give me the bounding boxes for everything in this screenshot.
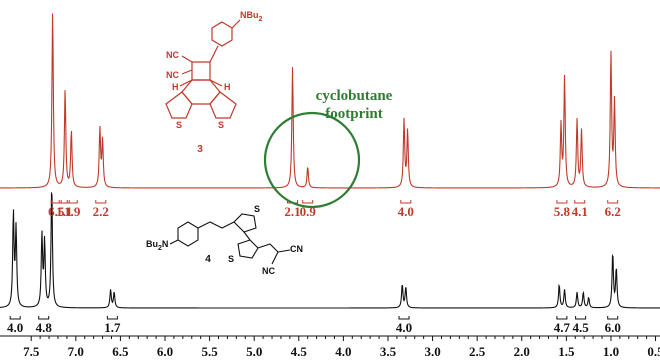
annotation-line-1: cyclobutane bbox=[316, 88, 393, 104]
integral-bracket-1-4 bbox=[556, 316, 568, 320]
structure-compound-4 bbox=[169, 213, 291, 265]
structure-labels-compound-4: Bu2N S S CN NC 4 bbox=[146, 204, 303, 276]
integral-label-1-0: 4.0 bbox=[7, 320, 23, 335]
annotation-line-2: footprint bbox=[325, 106, 383, 122]
integral-bracket-0-2 bbox=[66, 200, 78, 204]
fused-ring-center bbox=[181, 79, 221, 105]
integral-bracket-1-6 bbox=[607, 316, 619, 320]
h-bond-right bbox=[209, 79, 223, 87]
x-tick-label-3: 6.0 bbox=[157, 344, 173, 359]
x-tick-label-0: 7.5 bbox=[23, 344, 40, 359]
integral-bracket-0-7 bbox=[556, 200, 568, 204]
integral-bracket-0-1 bbox=[58, 200, 70, 204]
x-tick-label-7: 4.0 bbox=[335, 344, 351, 359]
amine-bond bbox=[169, 239, 179, 245]
bithiophene-link bbox=[243, 231, 251, 241]
integral-bracket-1-1 bbox=[38, 316, 50, 320]
x-tick-label-5: 5.0 bbox=[246, 344, 262, 359]
x-tick-label-12: 1.5 bbox=[558, 344, 575, 359]
integral-bracket-1-5 bbox=[575, 316, 587, 320]
integral-label-1-4: 4.7 bbox=[554, 320, 571, 335]
cyclobutane-ring-3 bbox=[191, 61, 211, 81]
thiophene-top bbox=[233, 213, 257, 233]
integral-bracket-0-9 bbox=[607, 200, 619, 204]
integral-label-0-9: 6.2 bbox=[605, 204, 621, 219]
structure-compound-3 bbox=[165, 19, 241, 119]
nc-label-1: NC bbox=[166, 50, 179, 60]
integral-label-0-2: 1.9 bbox=[64, 204, 81, 219]
nbu2-bond bbox=[231, 19, 241, 29]
integral-bracket-1-3 bbox=[398, 316, 410, 320]
h-bond-left bbox=[179, 79, 193, 87]
compound-label-4: 4 bbox=[205, 254, 211, 265]
x-tick-label-9: 3.0 bbox=[424, 344, 440, 359]
phenyl-ring-3 bbox=[211, 21, 233, 47]
integral-label-0-4: 2.1 bbox=[284, 204, 300, 219]
h-label-left: H bbox=[172, 82, 179, 92]
fused-ring-left bbox=[165, 91, 193, 119]
s-label-right: S bbox=[218, 120, 224, 130]
x-tick-label-6: 4.5 bbox=[291, 344, 308, 359]
spectrum-traces bbox=[0, 13, 660, 309]
x-tick-label-11: 2.0 bbox=[514, 344, 530, 359]
cn-bond-1 bbox=[277, 249, 291, 253]
integral-label-1-3: 4.0 bbox=[396, 320, 412, 335]
integral-label-1-2: 1.7 bbox=[104, 320, 121, 335]
x-tick-label-4: 5.5 bbox=[201, 344, 218, 359]
nc-bond-1 bbox=[181, 55, 193, 63]
vinyl-bridge bbox=[197, 221, 235, 229]
integral-label-0-1: 1.1 bbox=[56, 204, 72, 219]
structure-labels-compound-3: NBu2 NC NC H H S S 3 bbox=[166, 10, 263, 155]
cn-label-4: CN bbox=[290, 244, 303, 254]
integral-label-0-0: 6.5 bbox=[48, 204, 65, 219]
x-tick-label-14: 0.5 bbox=[647, 344, 660, 359]
integral-label-0-3: 2.2 bbox=[93, 204, 109, 219]
thiophene-bottom bbox=[237, 239, 259, 259]
x-tick-label-13: 1.0 bbox=[603, 344, 619, 359]
integral-bracket-0-6 bbox=[400, 200, 412, 204]
s-label-left: S bbox=[176, 120, 182, 130]
spectrum-trace-compound-3 bbox=[0, 13, 660, 189]
s-label-top-4: S bbox=[254, 204, 260, 214]
nc-label-4: NC bbox=[262, 266, 275, 276]
integral-label-1-5: 4.5 bbox=[572, 320, 589, 335]
x-tick-label-8: 3.5 bbox=[380, 344, 397, 359]
compound-label-3: 3 bbox=[197, 144, 203, 155]
phenyl-ring-4 bbox=[177, 221, 199, 247]
phenyl-link bbox=[209, 45, 219, 63]
cyclobutane-circle bbox=[263, 111, 361, 209]
spectrum-trace-compound-4 bbox=[0, 192, 660, 309]
integral-label-1-6: 6.0 bbox=[605, 320, 621, 335]
nbu2-label-3: NBu2 bbox=[240, 10, 263, 23]
x-tick-label-10: 2.5 bbox=[469, 344, 486, 359]
x-tick-label-2: 6.5 bbox=[112, 344, 129, 359]
nc-bond-2 bbox=[181, 69, 193, 75]
integral-label-0-6: 4.0 bbox=[398, 204, 414, 219]
integral-label-0-7: 5.8 bbox=[554, 204, 571, 219]
nc-label-2: NC bbox=[166, 70, 179, 80]
dicyanovinyl bbox=[257, 243, 279, 253]
integral-bracket-0-3 bbox=[95, 200, 107, 204]
integral-bracket-1-2 bbox=[106, 316, 118, 320]
integral-bracket-0-5 bbox=[302, 200, 314, 204]
cn-bond-2 bbox=[271, 251, 279, 265]
x-axis: 7.5 7.0 6.5 6.0 5.5 5.0 4.5 4.0 3.5 3.0 2.5 2.0 1.5 1… bbox=[0, 335, 660, 359]
x-tick-label-1: 7.0 bbox=[68, 344, 84, 359]
bu2n-label: Bu2N bbox=[146, 239, 168, 252]
x-axis-ticks: 7.5 7.0 6.5 6.0 5.5 5.0 4.5 4.0 3.5 3.0 2.5 2.0 1.5 1… bbox=[23, 336, 660, 359]
integral-bracket-1-0 bbox=[9, 316, 21, 320]
s-label-bottom-4: S bbox=[228, 254, 234, 264]
integral-bracket-0-8 bbox=[574, 200, 586, 204]
cyclobutane-annotation: cyclobutane footprint bbox=[263, 88, 393, 209]
integral-label-1-1: 4.8 bbox=[36, 320, 53, 335]
fused-ring-right bbox=[209, 91, 237, 119]
integral-bracket-0-0 bbox=[50, 200, 62, 204]
h-label-right: H bbox=[224, 82, 231, 92]
integral-label-0-8: 4.1 bbox=[572, 204, 588, 219]
